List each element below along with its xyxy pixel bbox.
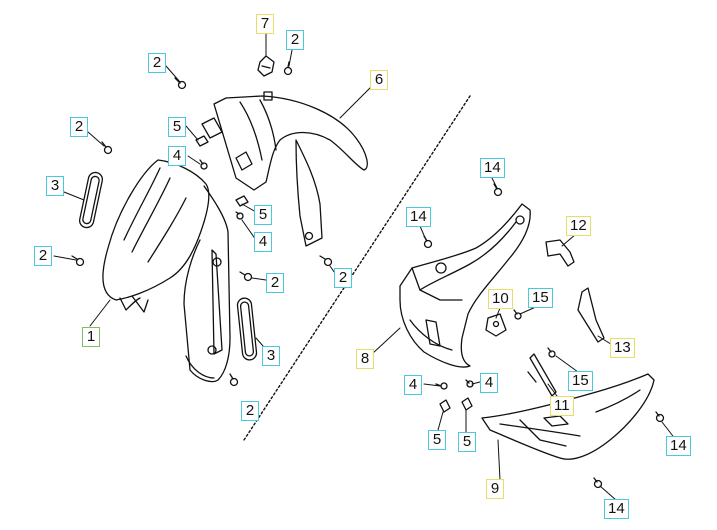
screw-2c <box>71 255 85 267</box>
screw-2d <box>239 271 253 282</box>
part-12-bracket <box>545 239 575 267</box>
callout-2: 2 <box>241 401 259 421</box>
callout-2: 2 <box>148 53 166 73</box>
callout-4: 4 <box>480 373 498 393</box>
screw-2a <box>174 77 187 90</box>
part-9-skid-plate <box>481 373 655 460</box>
screw-15b <box>547 347 556 358</box>
separator-line <box>243 95 471 441</box>
callout-4: 4 <box>404 375 422 395</box>
part-5-nut-b <box>235 195 249 207</box>
part-5-nut-d <box>461 397 473 411</box>
callout-8: 8 <box>356 349 374 369</box>
callout-6: 6 <box>370 70 388 90</box>
leader-lines <box>53 33 677 501</box>
callout-15: 15 <box>568 371 593 391</box>
part-11-stay <box>527 353 557 397</box>
part-5-nut-a <box>195 135 209 147</box>
callout-14: 14 <box>604 499 629 519</box>
screw-15a <box>513 309 522 320</box>
callout-14: 14 <box>666 436 691 456</box>
callout-5: 5 <box>458 432 476 452</box>
callout-12: 12 <box>566 216 591 236</box>
screw-14c <box>655 411 665 423</box>
callout-10: 10 <box>488 289 513 309</box>
part-5-nut-c <box>439 399 451 413</box>
callout-9: 9 <box>486 479 504 499</box>
callout-2: 2 <box>286 30 304 50</box>
callout-7: 7 <box>256 14 274 34</box>
part-1-side-arm <box>183 185 231 383</box>
screw-2f <box>229 373 239 387</box>
screw-14d <box>593 477 603 489</box>
part-7-clip <box>257 55 275 77</box>
callout-1: 1 <box>82 327 100 347</box>
callout-14: 14 <box>480 158 505 178</box>
callout-3: 3 <box>262 346 280 366</box>
callout-2: 2 <box>266 273 284 293</box>
callout-5: 5 <box>254 205 272 225</box>
screw-2e <box>319 255 333 267</box>
part-4-bolt-b <box>235 211 244 220</box>
callout-2: 2 <box>34 246 52 266</box>
part-6-front-fender <box>201 91 368 247</box>
part-1-front-visor <box>102 159 210 313</box>
part-10-bracket <box>485 313 507 337</box>
part-4-bolt-a <box>199 159 208 170</box>
callout-4: 4 <box>168 146 186 166</box>
callout-15: 15 <box>528 288 553 308</box>
callout-2: 2 <box>334 268 352 288</box>
part-3-strip-upper <box>78 171 104 229</box>
screw-2g <box>283 61 293 76</box>
part-3-strip-lower <box>236 297 258 361</box>
part-8-bracket <box>399 203 531 368</box>
callout-11: 11 <box>550 396 574 416</box>
callout-14: 14 <box>406 207 431 227</box>
callout-13: 13 <box>610 338 635 358</box>
screw-2b <box>101 141 113 155</box>
part-13-stay <box>577 287 605 343</box>
callout-4: 4 <box>254 232 272 252</box>
callout-3: 3 <box>46 176 64 196</box>
callout-5: 5 <box>428 430 446 450</box>
screw-14a <box>493 183 503 197</box>
callout-2: 2 <box>70 117 88 137</box>
callout-5: 5 <box>168 117 186 137</box>
